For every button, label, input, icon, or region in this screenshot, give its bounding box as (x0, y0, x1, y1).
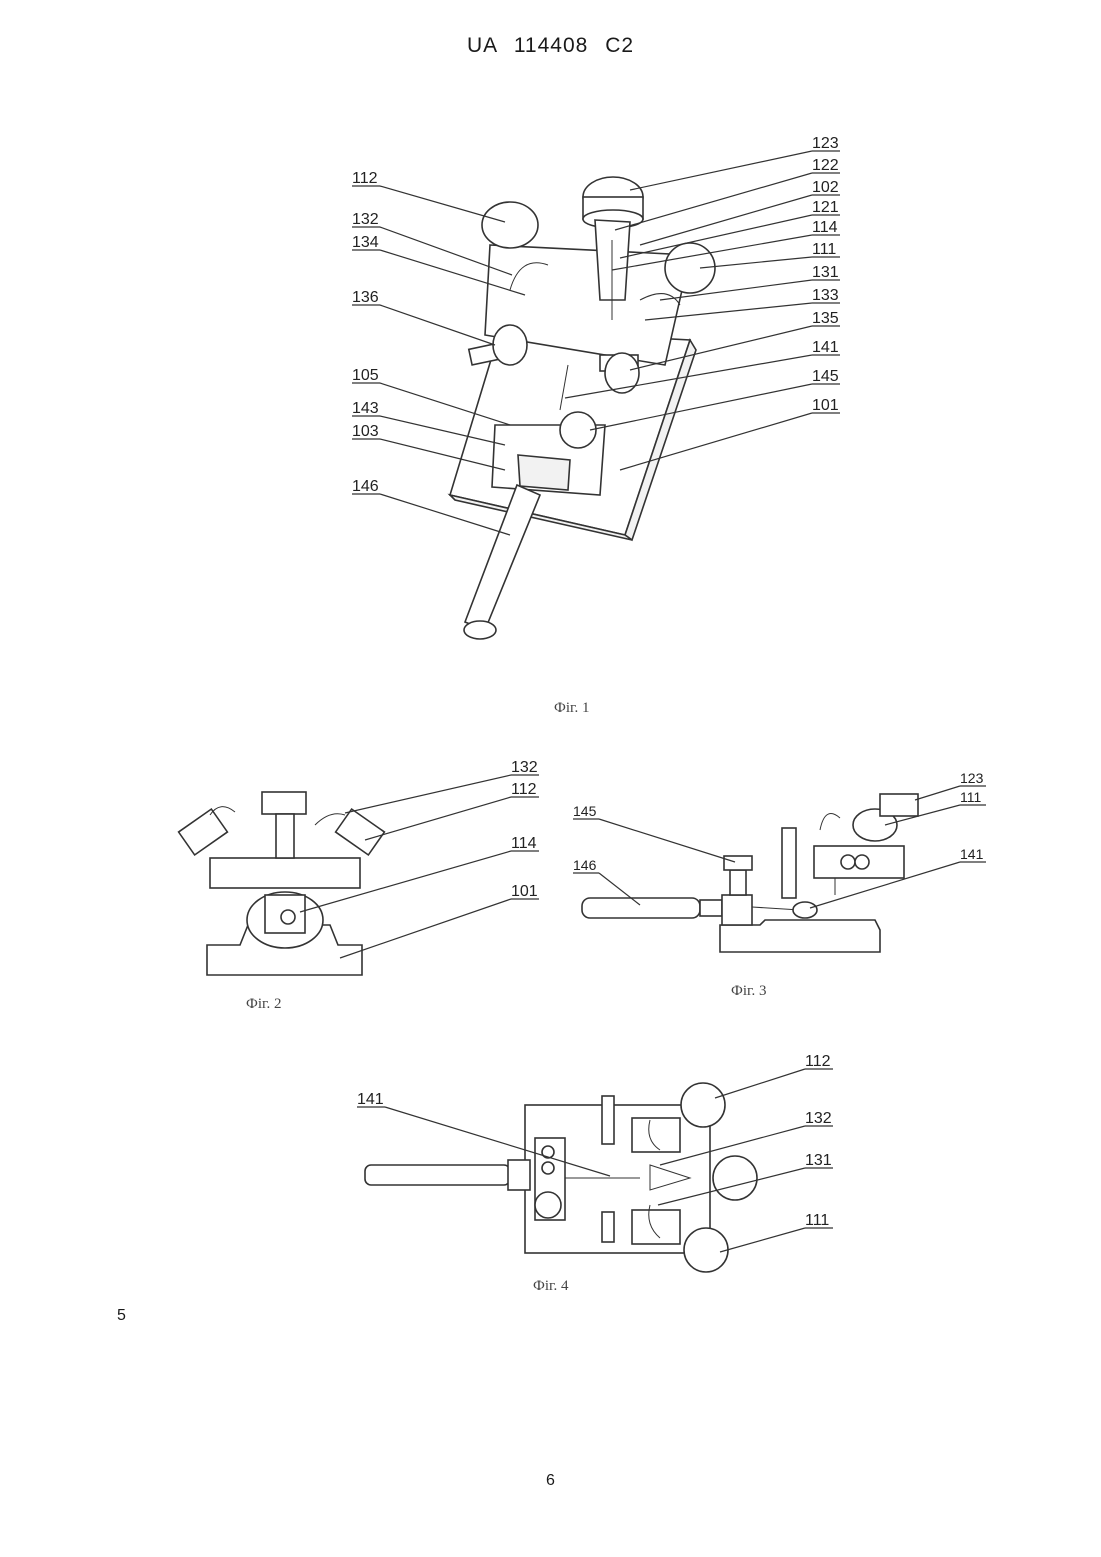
fig3-leader (915, 786, 960, 800)
fig4-leader (715, 1069, 805, 1098)
fig4-screw-2 (542, 1162, 554, 1174)
fig1-label: 111 (812, 241, 836, 258)
fig4-caption: Фіг. 4 (533, 1278, 569, 1294)
fig2-stem (276, 814, 294, 858)
fig1-label: 122 (812, 157, 839, 174)
fig2-label: 112 (511, 781, 537, 798)
fig2-caption: Фіг. 2 (246, 996, 281, 1012)
fig1-label: 131 (812, 264, 839, 281)
fig1-leader (640, 195, 812, 245)
fig2-knob-112 (336, 809, 385, 855)
fig3-ball-145 (724, 856, 752, 870)
fig1-label: 135 (812, 310, 839, 327)
fig2-label: 132 (511, 759, 538, 776)
fig1-knob-111 (665, 243, 715, 293)
fig1-label: 133 (812, 287, 839, 304)
fig3-probe-tip (793, 902, 817, 918)
fig1-label: 146 (352, 478, 379, 495)
figure-1: 112 132 134 136 105 143 103 146 123 122 … (352, 135, 840, 716)
fig3-leader (599, 819, 735, 862)
fig1-label: 134 (352, 234, 379, 251)
fig3-handle-collar (700, 900, 722, 916)
fig4-label: 141 (357, 1091, 384, 1108)
fig4-label: 132 (805, 1110, 832, 1127)
fig1-bolt-136-head (493, 325, 527, 365)
fig1-label: 114 (812, 219, 838, 236)
fig4-handle-collar (508, 1160, 530, 1190)
fig3-arc (820, 814, 840, 830)
fig4-bolt-top (602, 1096, 614, 1144)
fig4-knob-center (713, 1156, 757, 1200)
figure-4: 112 141 132 131 111 Фіг. 4 (357, 1053, 833, 1294)
fig4-knob-112 (681, 1083, 725, 1127)
fig1-label: 121 (812, 199, 839, 216)
figure-2: 132 112 114 101 Фіг. 2 (179, 759, 539, 1012)
fig4-bottom-block (632, 1210, 680, 1244)
fig3-clamp (722, 895, 752, 925)
fig1-label: 103 (352, 423, 379, 440)
fig1-leader (380, 305, 495, 345)
fig3-label: 145 (573, 803, 597, 819)
fig1-knob-112 (482, 202, 538, 248)
fig4-knob-111 (684, 1228, 728, 1272)
fig3-label: 146 (573, 857, 597, 873)
fig2-label: 101 (511, 883, 538, 900)
fig2-knob-left (179, 809, 228, 855)
fig3-label: 123 (960, 770, 984, 786)
fig1-leader (700, 257, 812, 268)
fig1-handle-end (464, 621, 496, 639)
fig3-caption: Фіг. 3 (731, 983, 766, 999)
figure-3: 123 111 145 146 141 Фіг. 3 (573, 770, 986, 999)
fig3-label: 141 (960, 846, 984, 862)
fig3-label: 111 (960, 789, 981, 805)
fig2-arc-132 (315, 814, 345, 825)
fig4-leader (720, 1228, 805, 1252)
fig3-side-knob (782, 828, 796, 898)
fig2-label: 114 (511, 835, 537, 852)
fig4-label: 112 (805, 1053, 831, 1070)
fig1-bolt-135-head (605, 353, 639, 393)
fig1-label: 136 (352, 289, 379, 306)
fig3-knob-123 (880, 794, 918, 816)
fig1-label: 132 (352, 211, 379, 228)
fig1-label: 102 (812, 179, 839, 196)
fig1-caption: Фіг. 1 (554, 700, 589, 716)
fig1-clamp-slot (518, 455, 570, 490)
fig4-ball (535, 1192, 561, 1218)
fig1-label: 143 (352, 400, 379, 417)
fig3-post (730, 870, 746, 895)
fig3-handle-146 (582, 898, 700, 918)
fig1-label: 112 (352, 170, 378, 187)
fig4-label: 111 (805, 1212, 829, 1229)
fig3-screw-2 (855, 855, 869, 869)
fig4-label: 131 (805, 1152, 832, 1169)
fig1-label: 101 (812, 397, 839, 414)
fig3-screw-1 (841, 855, 855, 869)
fig4-bolt-bottom (602, 1212, 614, 1242)
fig1-leader (630, 151, 812, 190)
fig2-leader (340, 899, 511, 958)
page-number: 6 (0, 1472, 1101, 1490)
fig2-screw (281, 910, 295, 924)
line-number: 5 (117, 1307, 126, 1325)
fig1-leader (380, 186, 505, 222)
fig2-block (210, 858, 360, 888)
fig2-knob-123 (262, 792, 306, 814)
fig4-handle (365, 1165, 510, 1185)
fig1-label: 123 (812, 135, 839, 152)
fig1-label: 141 (812, 339, 839, 356)
fig1-label: 105 (352, 367, 379, 384)
fig2-leader (345, 775, 511, 813)
fig1-label: 145 (812, 368, 839, 385)
